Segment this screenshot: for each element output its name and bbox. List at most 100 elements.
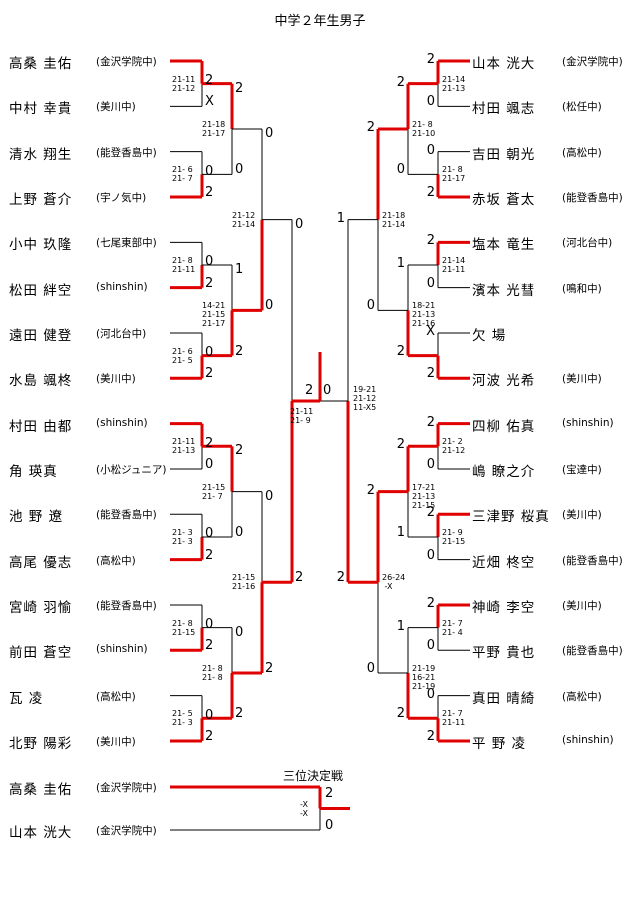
score: 2: [205, 547, 214, 563]
player-team: (能登香島中): [96, 509, 157, 522]
score: 2: [366, 482, 375, 498]
player-team: (能登香島中): [562, 645, 623, 658]
score: 2: [325, 786, 334, 801]
player-name: 河波 光希: [472, 373, 536, 390]
player-team: (高松中): [96, 554, 136, 567]
player-name: 松田 絆空: [9, 282, 73, 299]
game-scores: 21-11 21-13: [172, 437, 196, 456]
score: 2: [235, 706, 244, 722]
game-scores: 21- 6 21- 7: [172, 165, 193, 184]
player-team: (鳴和中): [562, 282, 602, 295]
player-team: (金沢学院中): [96, 782, 157, 794]
score: 2: [336, 570, 345, 586]
game-scores: 17-21 21-13 21-15: [412, 482, 436, 510]
player-team: (七尾東部中): [96, 237, 157, 250]
score: 0: [235, 162, 244, 178]
game-scores: 21- 8 21-17: [442, 165, 466, 184]
player-team: (shinshin): [96, 280, 148, 293]
player-team: (shinshin): [96, 416, 148, 429]
player-name: 前田 蒼空: [9, 645, 73, 662]
game-scores: 21- 2 21-12: [442, 437, 466, 456]
game-scores: 26-24 -X: [382, 573, 406, 592]
score: 0: [205, 526, 214, 542]
score: 0: [265, 488, 274, 504]
player-team: (美川中): [96, 101, 136, 114]
score: 2: [205, 366, 214, 382]
player-name: 清水 翔生: [9, 146, 73, 163]
score: 0: [295, 216, 304, 232]
score: 2: [396, 706, 405, 722]
final-game-scores: 19-21 21-12 11-X5: [353, 385, 377, 412]
player-name: 小中 玖隆: [9, 237, 73, 254]
player-name: 高尾 優志: [9, 554, 73, 571]
player-name: 四柳 佑真: [472, 418, 536, 435]
game-scores: 21-15 21- 7: [202, 482, 226, 501]
player-name: 嶋 瞭之介: [472, 463, 536, 480]
score: 2: [426, 505, 435, 521]
player-name: 池 野 遼: [9, 509, 64, 526]
final-score: 0: [323, 383, 332, 398]
score: X: [426, 323, 435, 339]
player-team: (金沢学院中): [562, 56, 623, 68]
game-scores: 21-14 21-11: [442, 255, 466, 274]
player-team: (美川中): [562, 599, 602, 612]
score: 0: [205, 616, 214, 632]
player-name: 赤坂 蒼太: [472, 191, 536, 208]
player-team: (能登香島中): [96, 599, 157, 612]
player-team: (美川中): [96, 735, 136, 748]
player-name: 宮崎 羽愉: [9, 599, 73, 616]
player-team: (能登香島中): [96, 146, 157, 159]
player-name: 水島 颯柊: [9, 373, 73, 390]
score: 0: [426, 547, 435, 563]
score: 0: [426, 142, 435, 158]
game-scores: 21-12 21-14: [232, 210, 256, 229]
game-scores: 21- 9 21-15: [442, 527, 466, 546]
player-team: (能登香島中): [562, 191, 623, 204]
game-scores: 21- 5 21- 3: [172, 709, 193, 728]
player-name: 角 瑛真: [9, 463, 58, 480]
game-scores: 21-18 21-17: [202, 119, 226, 138]
player-team: (shinshin): [562, 416, 614, 429]
game-scores: 21-19 16-21 21-19: [412, 663, 436, 691]
player-team: (宇ノ気中): [96, 191, 147, 204]
score: 0: [205, 254, 214, 270]
score: 0: [235, 624, 244, 640]
game-scores: 21-15 21-16: [232, 573, 256, 592]
score: 2: [235, 343, 244, 359]
score: 1: [396, 524, 405, 540]
score: 2: [205, 184, 214, 200]
player-team: (shinshin): [96, 643, 148, 656]
score: 2: [265, 660, 274, 676]
score: 0: [205, 707, 214, 723]
score: 0: [426, 638, 435, 654]
player-team: (高松中): [562, 146, 602, 159]
score: 0: [396, 162, 405, 178]
score: 0: [426, 456, 435, 472]
score: 2: [426, 366, 435, 382]
game-scores: 21- 8 21-10: [412, 119, 436, 138]
player-name: 山本 洸大: [472, 56, 536, 72]
player-name: 村田 颯志: [472, 101, 536, 118]
game-scores: 21-11 21-12: [172, 74, 196, 93]
score: 2: [235, 80, 244, 96]
player-name: 塩本 竜生: [472, 237, 536, 254]
player-name: 濱本 光彗: [472, 282, 536, 299]
score: X: [205, 94, 214, 110]
player-team: (小松ジュニア): [96, 463, 167, 476]
game-scores: 18-21 21-13 21-16: [412, 301, 436, 329]
player-team: (高松中): [96, 690, 136, 703]
player-team: (能登香島中): [562, 554, 623, 567]
score: 0: [205, 163, 214, 179]
score: 0: [265, 125, 274, 141]
game-scores: 21- 7 21- 4: [442, 618, 463, 637]
score: 2: [205, 728, 214, 744]
game-scores: 21- 8 21-11: [172, 255, 196, 274]
game-scores: 21-18 21-14: [382, 210, 406, 229]
score: 2: [396, 343, 405, 359]
score: 2: [205, 435, 214, 451]
player-name: 中村 幸貴: [9, 101, 73, 118]
player-team: (河北台中): [96, 327, 147, 340]
player-name: 北野 陽彩: [9, 735, 73, 752]
score: 2: [205, 73, 214, 88]
score: 2: [426, 728, 435, 744]
